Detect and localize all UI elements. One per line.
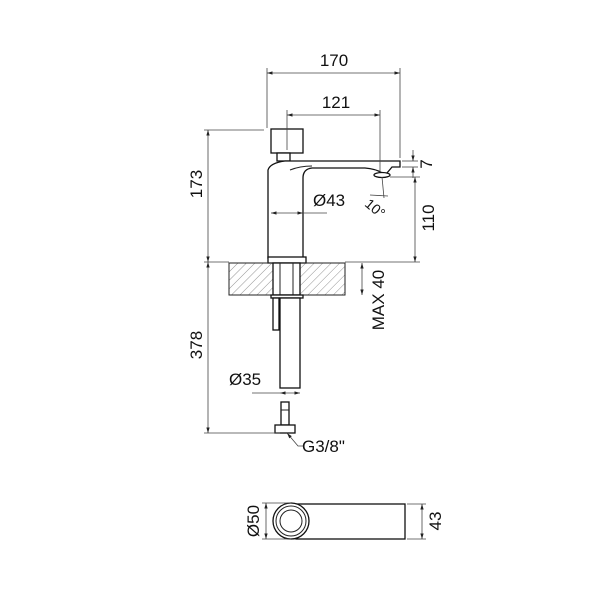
shank — [272, 297, 301, 434]
dim-spout-reach: 121 — [322, 93, 350, 112]
base-ring — [267, 256, 307, 264]
spout-edge — [289, 165, 313, 171]
dim-max-counter: MAX 40 — [369, 270, 388, 330]
hose-nut — [274, 424, 296, 434]
handle-stem — [276, 152, 291, 162]
dim-spout-width: 43 — [426, 512, 445, 531]
dim-body-diameter: Ø43 — [313, 191, 345, 210]
dim-spout-thickness: 7 — [417, 159, 436, 168]
dimension-lines — [204, 68, 420, 447]
faucet-top-view: Ø50 43 — [244, 502, 445, 540]
dim-spout-angle: 10° — [362, 195, 389, 221]
dimension-labels: 170 121 7 110 173 Ø43 10° MAX 40 378 Ø35… — [187, 51, 438, 456]
aerator — [373, 171, 391, 179]
hose-fitting — [280, 401, 290, 426]
dim-overall-width: 170 — [320, 51, 348, 70]
dim-connection-thread: G3/8" — [302, 437, 345, 456]
countertop-section — [228, 262, 346, 299]
dim-shank-diameter: Ø35 — [229, 370, 261, 389]
dim-total-height: 173 — [187, 170, 206, 198]
dim-outlet-height: 110 — [419, 204, 438, 231]
dim-base-diameter: Ø50 — [244, 505, 263, 537]
dim-shank-length: 378 — [187, 331, 206, 359]
